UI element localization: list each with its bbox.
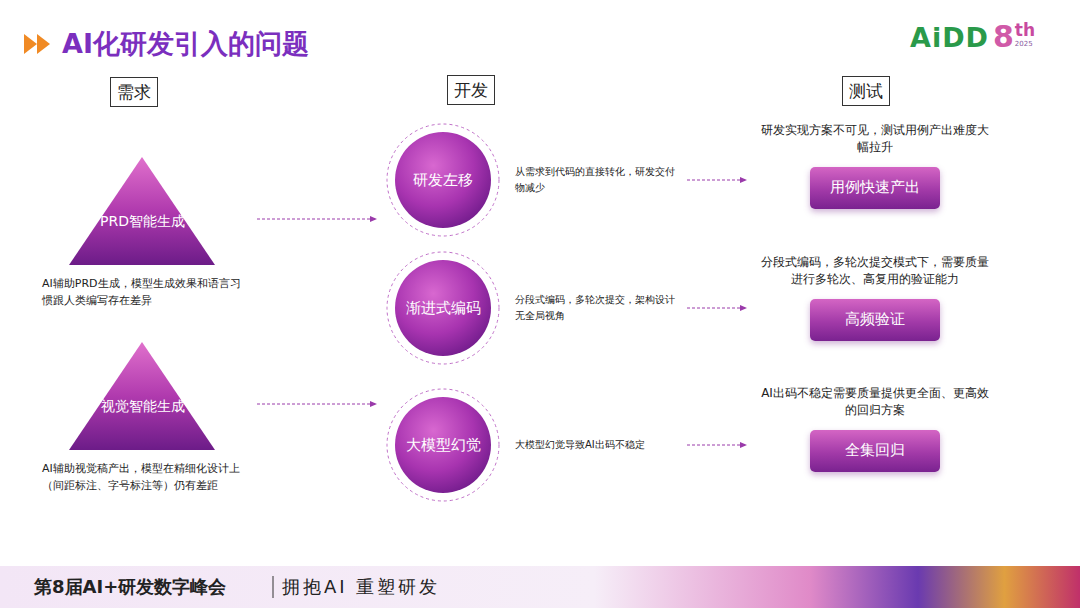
circle-label: 研发左移 <box>385 122 501 238</box>
test-button: 高频验证 <box>810 299 940 341</box>
triangle-node: PRD智能生成 AI辅助PRD生成，模型生成效果和语言习惯跟人类编写存在差异 <box>40 155 245 309</box>
title-icon <box>37 34 50 54</box>
triangle-node: 视觉智能生成 AI辅助视觉稿产出，模型在精细化设计上（间距标注、字号标注等）仍有差… <box>40 340 245 494</box>
title-icon <box>24 34 37 54</box>
triangle-shape: PRD智能生成 <box>40 155 245 267</box>
circle-description: 大模型幻觉导致AI出码不稳定 <box>515 437 675 453</box>
header-text: 开发 <box>454 80 488 100</box>
dashed-arrow <box>687 180 747 181</box>
header-text: 测试 <box>849 81 883 101</box>
test-button: 全集回归 <box>810 430 940 472</box>
circle-node: 大模型幻觉大模型幻觉导致AI出码不稳定 <box>385 387 675 503</box>
logo-year: 2025 <box>1015 41 1035 48</box>
circle-node: 渐进式编码分段式编码，多轮次提交，架构设计无全局视角 <box>385 250 675 366</box>
logo: AiDD8th 2025 <box>910 22 1035 62</box>
test-note: 研发实现方案不可见，测试用例产出难度大幅拉升 <box>757 122 993 157</box>
triangle-caption: AI辅助PRD生成，模型生成效果和语言习惯跟人类编写存在差异 <box>40 275 242 309</box>
logo-number: 8 <box>993 19 1014 54</box>
dashed-arrow <box>257 219 377 220</box>
triangle-label: 视觉智能生成 <box>40 398 245 416</box>
column-header: 需求 <box>110 77 158 107</box>
column-header: 开发 <box>447 75 495 105</box>
triangle-outline <box>67 155 217 267</box>
circle-label: 渐进式编码 <box>385 250 501 366</box>
footer-slogan: 拥抱AI 重塑研发 <box>282 575 440 599</box>
circle-description: 从需求到代码的直接转化，研发交付物减少 <box>515 164 675 196</box>
circle-node: 研发左移从需求到代码的直接转化，研发交付物减少 <box>385 122 675 238</box>
logo-sup: th <box>1015 22 1035 39</box>
footer-divider <box>273 576 274 598</box>
dashed-arrow <box>257 404 377 405</box>
triangle-label: PRD智能生成 <box>40 213 245 231</box>
triangle-caption: AI辅助视觉稿产出，模型在精细化设计上（间距标注、字号标注等）仍有差距 <box>40 460 242 494</box>
circle-shape: 研发左移 <box>385 122 501 238</box>
test-note: AI出码不稳定需要质量提供更全面、更高效的回归方案 <box>757 385 993 420</box>
circle-label: 大模型幻觉 <box>385 387 501 503</box>
test-node: 分段式编码，多轮次提交模式下，需要质量进行多轮次、高复用的验证能力高频验证 <box>755 254 995 341</box>
circle-shape: 渐进式编码 <box>385 250 501 366</box>
column-header: 测试 <box>842 76 890 106</box>
triangle-outline <box>67 340 217 452</box>
footer-text: 第8届AI+研发数字峰会 <box>34 575 226 599</box>
slide-title: AI化研发引入的问题 <box>62 26 309 62</box>
dashed-arrow <box>687 445 747 446</box>
test-note: 分段式编码，多轮次提交模式下，需要质量进行多轮次、高复用的验证能力 <box>757 254 993 289</box>
circle-shape: 大模型幻觉 <box>385 387 501 503</box>
footer-band <box>0 566 1080 608</box>
test-node: AI出码不稳定需要质量提供更全面、更高效的回归方案全集回归 <box>755 385 995 472</box>
test-button: 用例快速产出 <box>810 167 940 209</box>
test-node: 研发实现方案不可见，测试用例产出难度大幅拉升用例快速产出 <box>755 122 995 209</box>
circle-description: 分段式编码，多轮次提交，架构设计无全局视角 <box>515 292 675 324</box>
triangle-shape: 视觉智能生成 <box>40 340 245 452</box>
dashed-arrow <box>687 308 747 309</box>
header-text: 需求 <box>117 82 151 102</box>
logo-text: AiDD <box>910 22 989 53</box>
logo-sub: th 2025 <box>1015 22 1035 48</box>
